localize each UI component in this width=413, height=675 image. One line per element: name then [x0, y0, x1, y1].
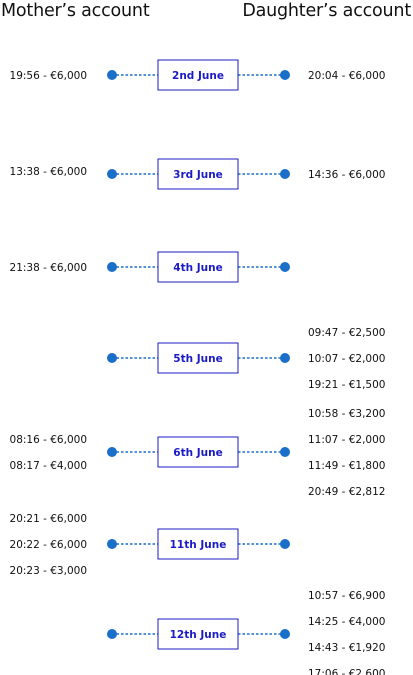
mother-transaction: 19:56 - €6,000	[10, 70, 87, 82]
date-box	[157, 436, 239, 468]
daughter-transaction: 10:57 - €6,900	[308, 590, 385, 602]
date-box	[157, 618, 239, 650]
timeline-row: 6th June 08:16 - €6,000 08:17 - €4,000 10:5…	[10, 408, 386, 498]
daughter-dot	[280, 353, 290, 363]
mother-transaction: 20:21 - €6,000	[10, 513, 87, 525]
daughter-transaction: 20:04 - €6,000	[308, 70, 385, 82]
mother-dot	[107, 262, 117, 272]
date-box	[157, 528, 239, 560]
mother-transaction: 08:16 - €6,000	[10, 434, 87, 446]
mother-transaction: 20:23 - €3,000	[10, 565, 87, 577]
daughter-dot	[280, 169, 290, 179]
mother-dot	[107, 70, 117, 80]
date-label: 12th June	[170, 629, 227, 641]
date-label: 5th June	[173, 353, 222, 365]
daughter-dot	[280, 539, 290, 549]
daughter-transaction: 11:07 - €2,000	[308, 434, 385, 446]
timeline-row: 11th June 20:21 - €6,000 20:22 - €6,000 20:…	[10, 513, 290, 577]
daughter-transaction: 10:07 - €2,000	[308, 353, 385, 365]
date-label: 3rd June	[173, 169, 223, 181]
daughter-dot	[280, 70, 290, 80]
timeline-row: 3rd June 13:38 - €6,000 14:36 - €6,000	[10, 158, 385, 190]
timeline-row: 4th June 21:38 - €6,000	[10, 251, 290, 283]
date-label: 11th June	[170, 539, 227, 551]
daughter-transaction: 19:21 - €1,500	[308, 379, 385, 391]
daughter-transaction: 14:25 - €4,000	[308, 616, 385, 628]
mother-transaction: 20:22 - €6,000	[10, 539, 87, 551]
daughter-transaction: 11:49 - €1,800	[308, 460, 385, 472]
mother-transaction: 08:17 - €4,000	[10, 460, 87, 472]
timeline-row: 2nd June 19:56 - €6,000 20:04 - €6,000	[10, 59, 385, 91]
mother-dot	[107, 353, 117, 363]
date-label: 4th June	[173, 262, 222, 274]
daughter-dot	[280, 447, 290, 457]
date-box	[157, 59, 239, 91]
mother-dot	[107, 539, 117, 549]
timeline-row: 12th June 10:57 - €6,900 14:25 - €4,000 14:…	[107, 590, 385, 675]
timeline-row: 5th June 09:47 - €2,500 10:07 - €2,000 19:2…	[107, 327, 385, 391]
mother-dot	[107, 169, 117, 179]
date-box	[157, 158, 239, 190]
mother-dot	[107, 629, 117, 639]
daughter-transaction: 14:43 - €1,920	[308, 642, 385, 654]
daughter-transaction: 20:49 - €2,812	[308, 486, 385, 498]
date-box	[157, 342, 239, 374]
date-label: 6th June	[173, 447, 222, 459]
daughter-transaction: 10:58 - €3,200	[308, 408, 385, 420]
daughter-transaction: 09:47 - €2,500	[308, 327, 385, 339]
mother-transaction: 13:38 - €6,000	[10, 166, 87, 178]
daughter-dot	[280, 262, 290, 272]
mother-dot	[107, 447, 117, 457]
daughter-transaction: 14:36 - €6,000	[308, 169, 385, 181]
date-label: 2nd June	[172, 70, 224, 82]
daughter-dot	[280, 629, 290, 639]
daughters-account-header: Daughter’s account	[242, 1, 411, 21]
daughter-transaction: 17:06 - €2,600	[308, 668, 385, 675]
mothers-account-header: Mother’s account	[1, 1, 150, 21]
mother-transaction: 21:38 - €6,000	[10, 262, 87, 274]
date-box	[157, 251, 239, 283]
